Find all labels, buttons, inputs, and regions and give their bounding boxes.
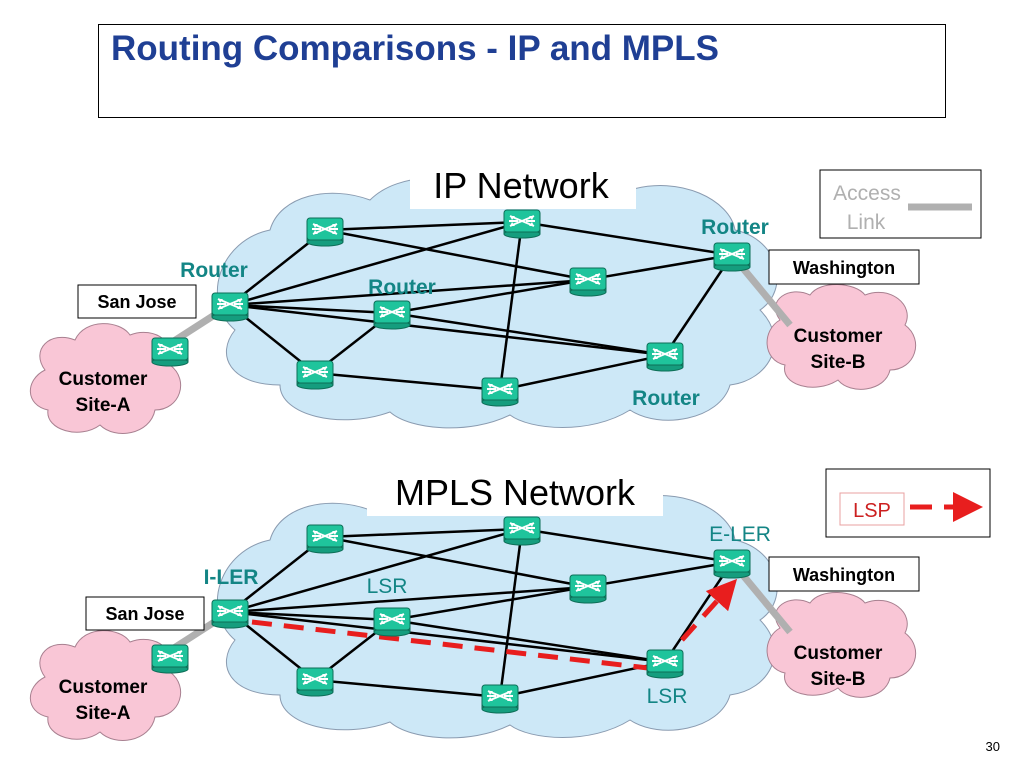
ip-router-label-bottom: Router [632,387,700,410]
ip-network-title-bg [410,163,636,209]
page-number: 30 [985,739,1000,754]
ip-router-icon [713,242,751,272]
mpls-customer-site-b-line2: Site-B [811,669,866,690]
mpls-links [229,527,734,699]
mpls-e-ler-label: E-LER [709,523,771,546]
mpls-i-ler-label: I-LER [204,566,259,589]
lsp-path-segment-2 [680,578,738,642]
access-link-legend-line2: Link [847,211,886,234]
ip-customer-site-b-line1: Customer [794,326,883,347]
slide-title: Routing Comparisons - IP and MPLS [111,29,719,68]
mpls-washington-box [768,556,920,592]
ip-san-jose-label: San Jose [97,292,176,312]
ip-router-icon [481,377,519,407]
ip-router-label-right: Router [701,216,769,239]
mpls-network-title-bg [367,470,663,516]
mpls-washington-label: Washington [793,565,895,585]
mpls-network-title: MPLS Network [395,472,636,513]
mpls-customer-site-b-line1: Customer [794,643,883,664]
ip-customer-site-b-line2: Site-B [811,352,866,373]
mpls-customer-site-a-line2: Site-A [76,703,131,724]
mpls-i-ler-icon [211,599,249,629]
mpls-san-jose-box [85,596,205,631]
mpls-customer-site-a-line1: Customer [59,677,148,698]
mpls-lsr-icon [503,516,541,546]
ip-customer-site-b-cloud [766,284,917,390]
mpls-lsr-icon [646,649,684,679]
mpls-customer-site-b-cloud [766,592,917,698]
ip-router-label-left: Router [180,259,248,282]
ip-links [229,220,734,392]
ip-router-icon [211,292,249,322]
ip-network-section: IP Network Customer Site-A Customer Site… [29,163,982,434]
mpls-lsr-icon [306,524,344,554]
title-box: Routing Comparisons - IP and MPLS [98,24,946,118]
ip-customer-site-a-line2: Site-A [76,395,131,416]
lsp-legend-label: LSP [853,500,891,522]
mpls-lsr-label-center: LSR [367,575,408,598]
mpls-lsr-icon [569,574,607,604]
lsp-path-segment-1 [251,619,649,671]
lsp-legend-label-box [839,492,905,526]
mpls-e-ler-icon [713,549,751,579]
ip-network-title: IP Network [433,165,609,206]
ip-washington-label: Washington [793,258,895,278]
ip-router-icon [569,267,607,297]
access-link-legend-line1: Access [833,182,901,205]
mpls-network-section: MPLS Network Customer Site-A Customer Si… [29,468,991,741]
ip-customer-site-a-line1: Customer [59,369,148,390]
mpls-lsr-icon [296,667,334,697]
ip-router-icon [646,342,684,372]
ip-router-icon [373,300,411,330]
ip-customer-site-a-cloud [29,323,182,434]
mpls-lsr-icon [373,607,411,637]
ip-router-icon [503,209,541,239]
mpls-san-jose-label: San Jose [105,604,184,624]
mpls-lsr-label-bottom: LSR [647,685,688,708]
ip-customer-router-a-icon [151,337,189,367]
ip-router-label-center: Router [368,276,436,299]
ip-router-icon [306,217,344,247]
mpls-lsr-icon [481,684,519,714]
mpls-customer-router-a-icon [151,644,189,674]
ip-router-icon [296,360,334,390]
mpls-customer-site-a-cloud [29,630,182,741]
ip-washington-box [768,249,920,285]
ip-san-jose-box [77,284,197,319]
